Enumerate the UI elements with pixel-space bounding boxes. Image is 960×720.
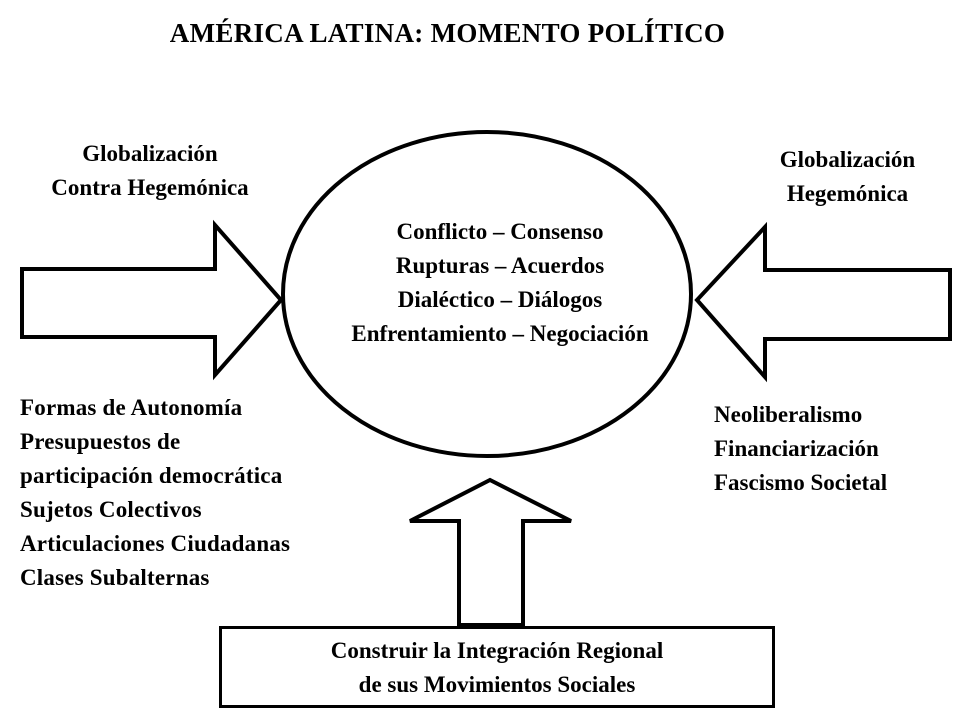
bottom-box-line-2: de sus Movimientos Sociales — [358, 672, 636, 697]
center-line-4: Enfrentamiento – Negociación — [351, 321, 649, 346]
left-heading-line-2: Contra Hegemónica — [51, 175, 249, 200]
left-heading: Globalización Contra Hegemónica — [0, 137, 300, 205]
right-list: Neoliberalismo Financiarización Fascismo… — [714, 398, 887, 500]
left-list-item: Presupuestos de — [20, 429, 181, 454]
left-list-item: Articulaciones Ciudadanas — [20, 531, 291, 556]
central-ellipse — [281, 130, 693, 458]
center-line-2: Rupturas – Acuerdos — [395, 253, 605, 278]
left-list: Formas de Autonomía Presupuestos de part… — [20, 391, 290, 595]
page-title: AMÉRICA LATINA: MOMENTO POLÍTICO — [169, 18, 726, 48]
left-list-item: Clases Subalternas — [20, 565, 210, 590]
left-list-item: Formas de Autonomía — [20, 395, 243, 420]
center-text: Conflicto – Consenso Rupturas – Acuerdos… — [270, 215, 730, 351]
bottom-box: Construir la Integración Regional de sus… — [219, 626, 775, 708]
right-list-item: Neoliberalismo — [714, 402, 863, 427]
bottom-arrow — [409, 477, 572, 627]
right-heading-line-2: Hegemónica — [786, 181, 909, 206]
right-arrow — [694, 221, 952, 383]
right-list-item: Financiarización — [714, 436, 879, 461]
right-heading-line-1: Globalización — [779, 147, 916, 172]
center-line-3: Dialéctico – Diálogos — [397, 287, 603, 312]
left-list-item: participación democrática — [20, 463, 283, 488]
left-arrow — [20, 219, 284, 381]
bottom-box-line-1: Construir la Integración Regional — [330, 638, 664, 663]
right-list-item: Fascismo Societal — [714, 470, 888, 495]
left-heading-line-1: Globalización — [82, 141, 218, 166]
center-line-1: Conflicto – Consenso — [396, 219, 604, 244]
right-heading: Globalización Hegemónica — [695, 143, 960, 211]
left-list-item: Sujetos Colectivos — [20, 497, 202, 522]
